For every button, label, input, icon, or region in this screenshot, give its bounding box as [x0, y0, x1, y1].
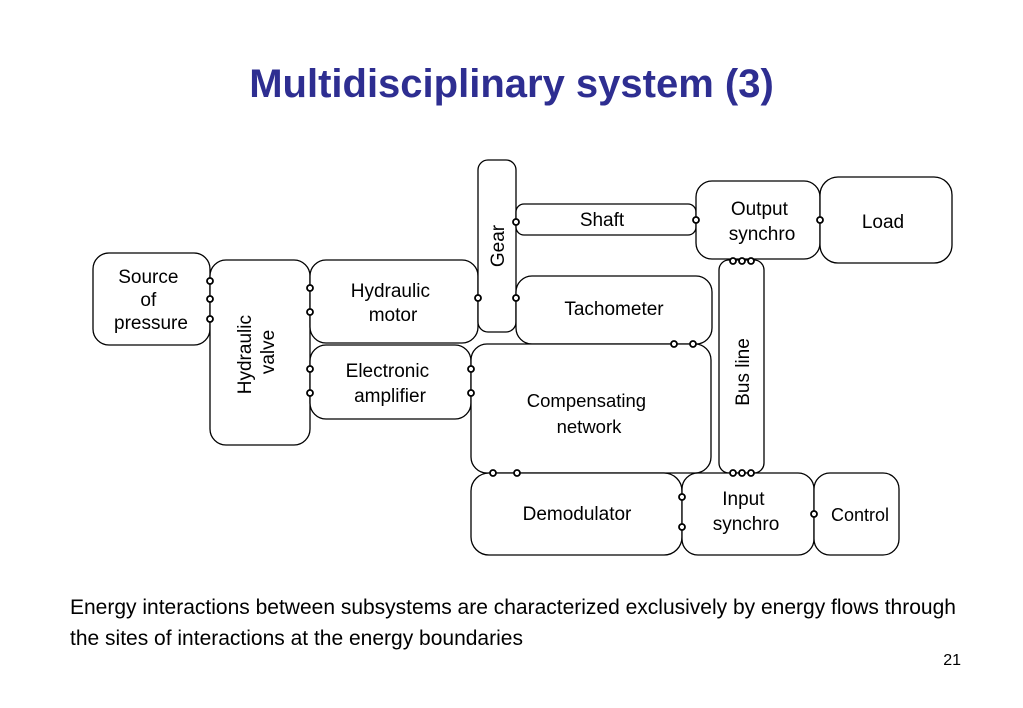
port	[678, 493, 686, 501]
source-of-pressure-box: Source of pressure	[92, 252, 211, 346]
svg-text:Bus line: Bus line	[733, 338, 754, 406]
svg-text:Hydraulic motor: Hydraulic motor	[351, 281, 435, 326]
svg-text:Gear: Gear	[488, 224, 509, 267]
demodulator-label: Demodulator	[523, 504, 632, 525]
gear-box: Gear	[477, 159, 517, 333]
bus-line-label: Bus line	[733, 338, 754, 406]
port	[729, 257, 737, 265]
port	[747, 257, 755, 265]
port	[306, 284, 314, 292]
compensating-network-label-2: network	[557, 416, 623, 437]
electronic-amplifier-label-1: Electronic	[346, 361, 429, 382]
page-number: 21	[943, 652, 961, 669]
input-synchro-label-1: Input	[722, 489, 765, 510]
hydraulic-motor-label-1: Hydraulic	[351, 281, 430, 302]
port	[513, 469, 521, 477]
input-synchro-box: Input synchro	[681, 472, 815, 556]
hydraulic-valve-box: Hydraulic valve	[209, 259, 311, 446]
port	[489, 469, 497, 477]
port	[512, 218, 520, 226]
port	[306, 365, 314, 373]
svg-text:Hydraulic valve: Hydraulic valve	[235, 310, 279, 394]
port	[206, 315, 214, 323]
port	[512, 294, 520, 302]
source-of-pressure-label-1: Source	[118, 267, 178, 288]
hydraulic-motor-label-2: motor	[369, 305, 418, 326]
svg-text:Input synchro: Input synchro	[713, 489, 780, 535]
demodulator-box: Demodulator	[470, 472, 683, 556]
shaft-box: Shaft	[515, 203, 697, 236]
tachometer-box: Tachometer	[515, 275, 713, 345]
compensating-network-label-1: Compensating	[527, 390, 646, 411]
interaction-ports	[206, 216, 824, 531]
electronic-amplifier-label-2: amplifier	[354, 386, 426, 407]
source-of-pressure-label-3: pressure	[114, 313, 188, 334]
svg-text:Output synchro: Output synchro	[729, 199, 796, 245]
control-label: Control	[831, 505, 889, 525]
control-box: Control	[813, 472, 900, 556]
port	[738, 257, 746, 265]
port	[206, 277, 214, 285]
port	[206, 295, 214, 303]
slide-title: Multidisciplinary system (3)	[249, 62, 774, 106]
bus-line-box: Bus line	[718, 259, 765, 474]
load-box: Load	[819, 176, 953, 264]
output-synchro-label-2: synchro	[729, 224, 796, 245]
hydraulic-valve-label-2: valve	[258, 330, 279, 374]
port	[467, 365, 475, 373]
hydraulic-motor-box: Hydraulic motor	[309, 259, 479, 344]
port	[738, 469, 746, 477]
port	[692, 216, 700, 224]
electronic-amplifier-box: Electronic amplifier	[309, 344, 472, 420]
port	[670, 340, 678, 348]
input-synchro-label-2: synchro	[713, 514, 780, 535]
port	[729, 469, 737, 477]
port	[678, 523, 686, 531]
gear-label: Gear	[488, 224, 509, 267]
port	[306, 308, 314, 316]
port	[747, 469, 755, 477]
source-of-pressure-label-2: of	[140, 290, 157, 311]
output-synchro-label-1: Output	[731, 199, 789, 220]
port	[306, 389, 314, 397]
hydraulic-valve-label-1: Hydraulic	[235, 315, 256, 394]
shaft-label: Shaft	[580, 210, 625, 231]
load-label: Load	[862, 212, 904, 233]
caption-text: Energy interactions between subsystems a…	[70, 596, 956, 650]
port	[810, 510, 818, 518]
output-synchro-box: Output synchro	[695, 180, 821, 260]
port	[689, 340, 697, 348]
svg-text:Source of pressure: Source of pressure	[114, 267, 188, 334]
svg-text:Electronic amplifier: Electronic amplifier	[346, 361, 435, 407]
port	[467, 389, 475, 397]
tachometer-label: Tachometer	[564, 299, 664, 320]
svg-text:Compensating network: Compensating network	[527, 390, 651, 437]
compensating-network-box: Compensating network	[470, 343, 712, 474]
port	[474, 294, 482, 302]
port	[816, 216, 824, 224]
